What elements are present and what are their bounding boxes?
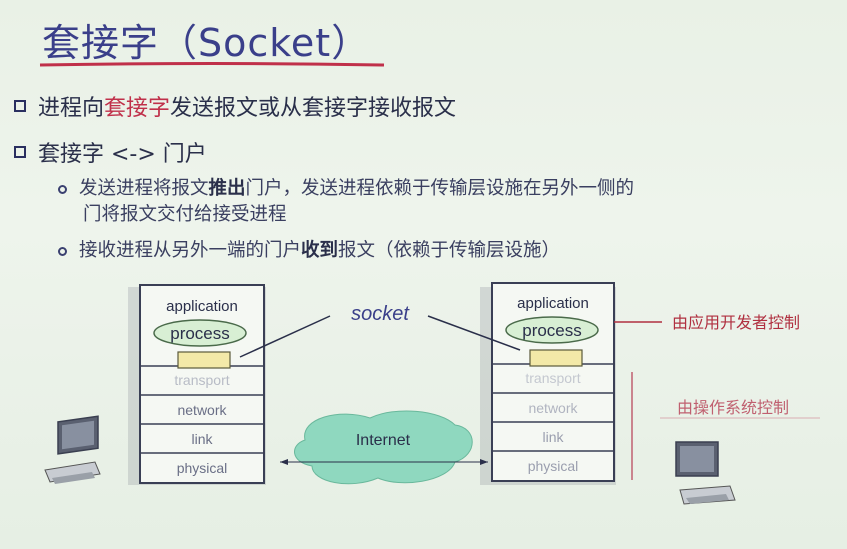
subbullet-1-a: 发送进程将报文 xyxy=(79,178,209,199)
right-protocol-stack: application process transport network li… xyxy=(480,282,616,485)
right-process-label: process xyxy=(522,321,582,340)
right-process-oval xyxy=(505,316,599,344)
square-bullet-icon xyxy=(14,146,26,158)
subbullet-1-c: 门户，发送进程依赖于传输层设施在另外一侧的 xyxy=(245,178,635,199)
left-process-label: process xyxy=(170,324,230,343)
subbullet-1: 发送进程将报文推出门户，发送进程依赖于传输层设施在另外一侧的 门将报文交付给接受… xyxy=(58,176,634,228)
right-application-label: application xyxy=(517,295,589,312)
square-bullet-icon xyxy=(14,100,26,112)
socket-pointer-right xyxy=(427,315,521,351)
left-process-oval xyxy=(153,319,247,347)
internet-cloud: Internet xyxy=(294,410,473,485)
subbullet-2: 接收进程从另外一端的门户收到报文（依赖于传输层设施） xyxy=(58,238,560,264)
circle-bullet-icon xyxy=(58,246,67,256)
right-computer-icon xyxy=(675,441,736,505)
subbullet-2-a: 接收进程从另外一端的门户 xyxy=(79,240,302,261)
left-computer-icon xyxy=(44,415,101,484)
right-socket-door xyxy=(529,349,583,367)
bullet-1-pre: 进程向 xyxy=(38,96,105,121)
socket-pointer-left xyxy=(239,315,331,358)
right-transport-label: transport xyxy=(525,370,580,386)
left-transport-label: transport xyxy=(174,372,229,388)
left-socket-door xyxy=(177,351,231,369)
socket-label: socket xyxy=(351,303,410,325)
right-physical-label: physical xyxy=(528,458,579,474)
subbullet-1-line2: 门将报文交付给接受进程 xyxy=(83,204,287,225)
left-network-label: network xyxy=(177,402,227,418)
bullet-1-highlight: 套接字 xyxy=(104,96,171,121)
left-link-label: link xyxy=(191,431,213,447)
subbullet-2-c: 报文（依赖于传输层设施） xyxy=(338,240,561,261)
page-title: 套接字（Socket） xyxy=(42,21,371,65)
title-underline xyxy=(39,62,385,67)
bullet-1-post: 发送报文或从套接字接收报文 xyxy=(170,96,457,121)
right-link-label: link xyxy=(542,429,564,445)
subbullet-1-b: 推出 xyxy=(208,178,246,199)
bullet-2: 套接字 <-> 门户 xyxy=(14,136,207,168)
bullet-2-text: 套接字 <-> 门户 xyxy=(38,142,207,167)
circle-bullet-icon xyxy=(58,184,67,194)
os-ctrl-label: 由操作系统控制 xyxy=(677,398,789,417)
subbullet-2-b: 收到 xyxy=(301,240,339,261)
bullet-1: 进程向套接字发送报文或从套接字接收报文 xyxy=(14,90,456,122)
left-protocol-stack: application process transport network li… xyxy=(128,284,266,485)
left-application-label: application xyxy=(166,298,238,315)
right-network-label: network xyxy=(528,400,578,416)
left-physical-label: physical xyxy=(177,460,228,476)
internet-label: Internet xyxy=(356,432,411,449)
app-ctrl-label: 由应用开发者控制 xyxy=(672,313,800,332)
